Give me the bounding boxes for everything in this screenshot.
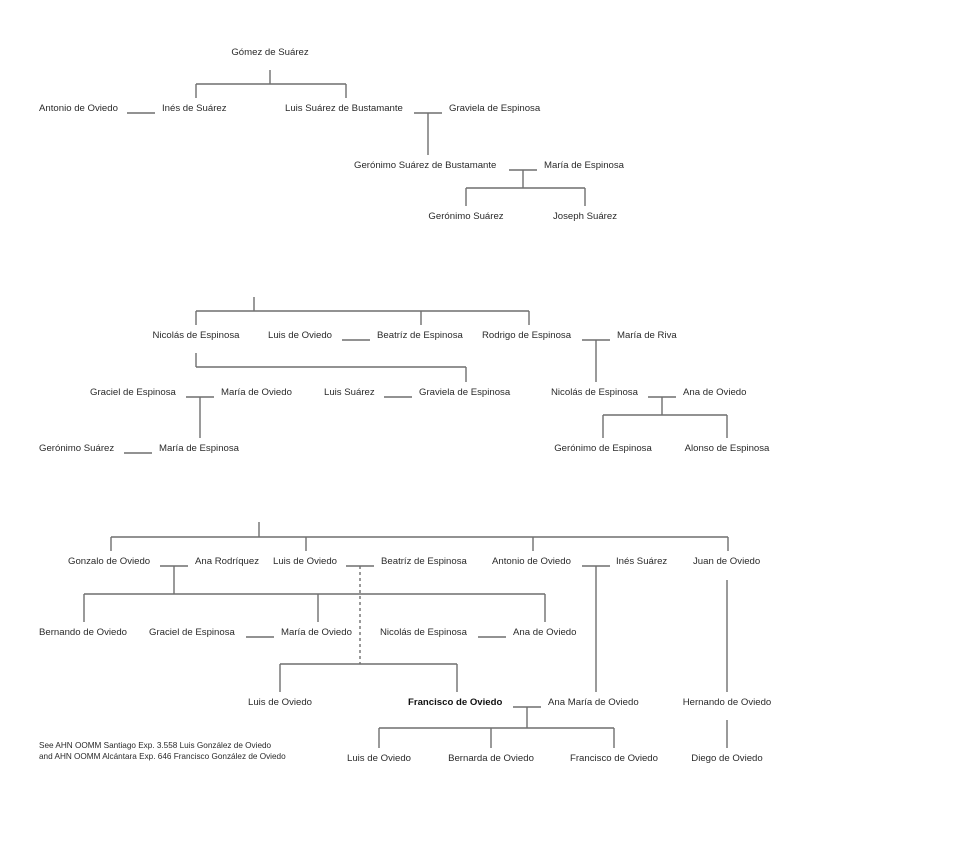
person-name: Gerónimo de Espinosa <box>554 443 652 454</box>
source-note: See AHN OOMM Santiago Exp. 3.558 Luis Go… <box>39 741 286 762</box>
person-name: Inés de Suárez <box>162 103 227 114</box>
person-name: Luis de Oviedo <box>248 697 312 708</box>
person-name: Graviela de Espinosa <box>419 387 511 398</box>
connector-line <box>465 170 586 206</box>
person-name: María de Oviedo <box>221 387 292 398</box>
person-name-highlighted: Francisco de Oviedo <box>408 697 503 708</box>
person-name: Ana Rodríquez <box>195 556 259 567</box>
connector-line <box>83 566 546 622</box>
person-name: Gerónimo Suárez <box>39 443 114 454</box>
person-name: Gonzalo de Oviedo <box>68 556 150 567</box>
person-name: Graciel de Espinosa <box>149 627 236 638</box>
connector-line <box>602 397 728 438</box>
person-name: Nicolás de Espinosa <box>551 387 639 398</box>
person-name: Ana de Oviedo <box>513 627 576 638</box>
tree-person-names: Gómez de Suárez Antonio de Oviedo Inés d… <box>39 47 771 764</box>
person-name: Nicolás de Espinosa <box>380 627 468 638</box>
connector-line <box>110 522 729 551</box>
person-name: Antonio de Oviedo <box>39 103 118 114</box>
person-name: Luis Suárez de Bustamante <box>285 103 403 114</box>
person-name: María de Riva <box>617 330 677 341</box>
person-name: Gerónimo Suárez de Bustamante <box>354 160 496 171</box>
person-name: Diego de Oviedo <box>691 753 762 764</box>
person-name: María de Oviedo <box>281 627 352 638</box>
person-name: Hernando de Oviedo <box>683 697 772 708</box>
connector-line <box>279 663 458 692</box>
person-name: Bernando de Oviedo <box>39 627 127 638</box>
person-name: Ana María de Oviedo <box>548 697 639 708</box>
connector-line <box>195 70 347 98</box>
person-name: Antonio de Oviedo <box>492 556 571 567</box>
person-name: Inés Suárez <box>616 556 667 567</box>
person-name: Graviela de Espinosa <box>449 103 541 114</box>
connector-line <box>195 297 530 325</box>
source-note-line: and AHN OOMM Alcántara Exp. 646 Francisc… <box>39 751 286 761</box>
person-name: Juan de Oviedo <box>693 556 760 567</box>
person-name: Gómez de Suárez <box>231 47 309 58</box>
person-name: Rodrigo de Espinosa <box>482 330 572 341</box>
person-name: Ana de Oviedo <box>683 387 746 398</box>
person-name: Graciel de Espinosa <box>90 387 177 398</box>
connector-line <box>195 353 467 382</box>
person-name: Joseph Suárez <box>553 211 617 222</box>
person-name: Francisco de Oviedo <box>570 753 658 764</box>
person-name: Luis de Oviedo <box>347 753 411 764</box>
person-name: María de Espinosa <box>544 160 625 171</box>
person-name: Beatríz de Espinosa <box>377 330 464 341</box>
person-name: Luis de Oviedo <box>268 330 332 341</box>
person-name: Luis de Oviedo <box>273 556 337 567</box>
person-name: Luis Suárez <box>324 387 375 398</box>
person-name: María de Espinosa <box>159 443 240 454</box>
person-name: Alonso de Espinosa <box>685 443 770 454</box>
person-name: Bernarda de Oviedo <box>448 753 534 764</box>
tree-connector-lines <box>83 70 729 748</box>
person-name: Beatríz de Espinosa <box>381 556 468 567</box>
person-name: Nicolás de Espinosa <box>153 330 241 341</box>
connector-line <box>378 707 615 748</box>
person-name: Gerónimo Suárez <box>428 211 503 222</box>
source-note-line: See AHN OOMM Santiago Exp. 3.558 Luis Go… <box>39 741 272 750</box>
